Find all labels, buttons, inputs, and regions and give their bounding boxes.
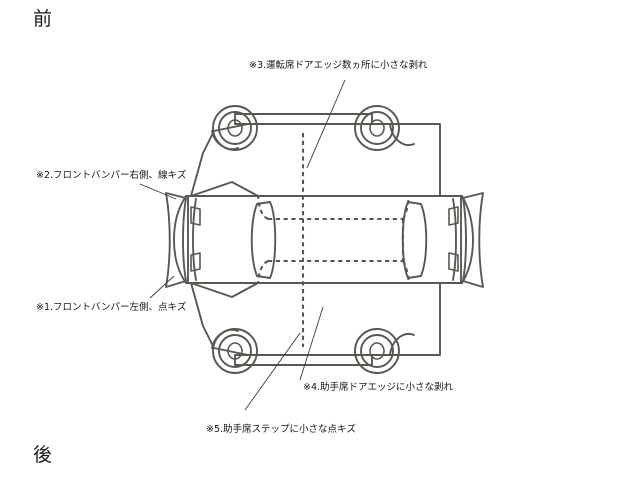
leader-lines	[139, 79, 346, 411]
annotation-5-passenger-step: ※5.助手席ステップに小さな点キズ	[206, 424, 357, 435]
windshield-and-rear-window	[250, 201, 428, 279]
dashed-corner-upper-right	[402, 195, 411, 220]
rear-taillamp-lower	[448, 252, 459, 272]
upper-side-rear-line	[409, 123, 441, 197]
dashed-corner-upper-left	[256, 195, 269, 220]
lower-side-view	[190, 282, 441, 374]
upper-side-rear-wheel-arch	[389, 123, 415, 146]
lower-side-rear-hub	[369, 342, 385, 360]
annotation-2-front-bumper-right: ※2.フロントバンパー右側、線キズ	[36, 170, 187, 181]
leader-line-5	[244, 332, 301, 411]
front-view-inner-edge-2	[192, 198, 197, 281]
leader-line-3	[306, 79, 346, 169]
top-view-front-nose	[173, 195, 187, 284]
lower-side-front-slope	[190, 282, 249, 356]
leader-line-4	[299, 306, 324, 381]
upper-side-rear-wheel-outer	[354, 105, 400, 151]
door-outline-dashed-overlay	[256, 133, 411, 347]
car-top-view-body	[173, 195, 474, 284]
lower-side-rear-line	[409, 282, 441, 356]
front-view	[165, 192, 201, 288]
leader-line-2	[139, 183, 177, 200]
direction-label-rear: 後	[33, 444, 53, 466]
lower-side-rear-wheel-outer	[354, 328, 400, 374]
lower-side-rocker-bar	[234, 354, 373, 366]
upper-side-view	[190, 105, 441, 197]
front-windshield	[250, 201, 277, 279]
upper-side-front-wheel-inner	[218, 111, 252, 145]
direction-label-front: 前	[33, 8, 53, 30]
leader-line-1	[149, 275, 175, 299]
annotation-4-passenger-door-edge: ※4.助手席ドアエッジに小さな剥れ	[303, 382, 454, 393]
rear-window	[401, 201, 428, 279]
annotation-1-front-bumper-left: ※1.フロントバンパー左側、点キズ	[36, 302, 187, 313]
rear-taillamp-upper	[448, 206, 459, 226]
upper-side-hood-line	[190, 181, 259, 197]
lower-side-front-hub	[227, 342, 243, 360]
annotation-3-driver-door-edge: ※3.運転席ドアエッジ数ヵ所に小さな剥れ	[249, 60, 428, 71]
dashed-corner-lower-right	[402, 260, 411, 284]
lower-side-front-wheel-outer	[212, 328, 258, 374]
front-bumper-face	[165, 192, 187, 288]
lower-side-front-wheel-inner	[218, 334, 252, 368]
rear-bumper-face	[462, 192, 484, 288]
top-view-rear-tail	[461, 195, 474, 284]
upper-side-front-wheel-outer	[212, 105, 258, 151]
lower-side-rear-wheel-arch	[389, 333, 415, 356]
front-headlamp-upper	[190, 206, 201, 226]
rear-view-inner-edge-2	[452, 198, 457, 281]
dashed-corner-lower-left	[256, 260, 269, 284]
upper-side-rear-wheel-inner	[360, 111, 394, 145]
rear-view	[448, 192, 484, 288]
upper-side-rear-hub	[369, 119, 385, 137]
upper-side-front-hub	[227, 119, 243, 137]
lower-side-hood-line	[190, 282, 259, 298]
upper-side-front-slope	[190, 123, 249, 197]
front-headlamp-lower	[190, 252, 201, 272]
lower-side-rear-wheel-inner	[360, 334, 394, 368]
